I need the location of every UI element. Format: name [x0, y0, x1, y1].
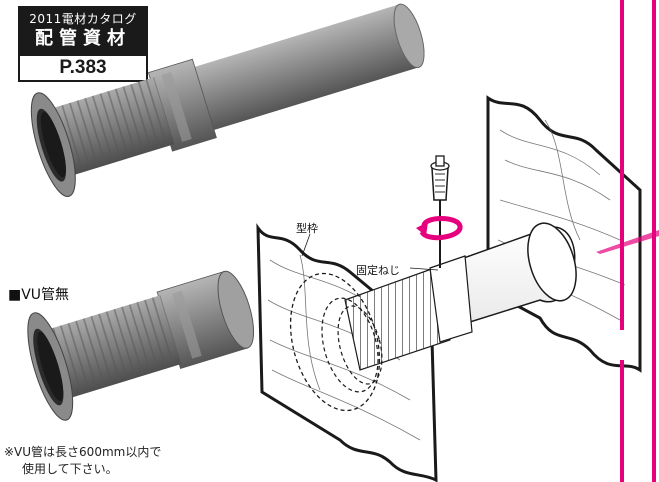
- installation-diagram: [256, 95, 659, 482]
- badge-category: 配管資材: [35, 28, 131, 49]
- vu-pipe-none-label: ■VU管無: [8, 287, 70, 303]
- usage-note-line1: ※VU管は長さ600mm以内で: [4, 445, 162, 459]
- kotei-neji-label: 固定ねじ: [356, 264, 400, 277]
- badge-catalog-year: 2011電材カタログ: [29, 12, 137, 26]
- rotation-arrow-icon: [416, 216, 463, 241]
- katawaku-leader-line: [301, 233, 311, 257]
- page-edge-border: [620, 0, 656, 482]
- top-product-with-vu-pipe: [30, 3, 425, 197]
- bottom-product-without-vu-pipe: [27, 270, 255, 421]
- screwdriver-icon: [430, 155, 450, 268]
- usage-note: ※VU管は長さ600mm以内で 使用して下さい。: [4, 444, 244, 478]
- screw-leader-line: [409, 267, 439, 271]
- callout-pointer: [596, 230, 659, 254]
- usage-note-line2: 使用して下さい。: [22, 462, 118, 476]
- badge-page-number: P.383: [59, 57, 107, 78]
- badge-header: 2011電材カタログ 配管資材: [20, 8, 146, 56]
- katawaku-label: 型枠: [296, 222, 318, 235]
- catalog-badge: 2011電材カタログ 配管資材 P.383: [18, 6, 148, 82]
